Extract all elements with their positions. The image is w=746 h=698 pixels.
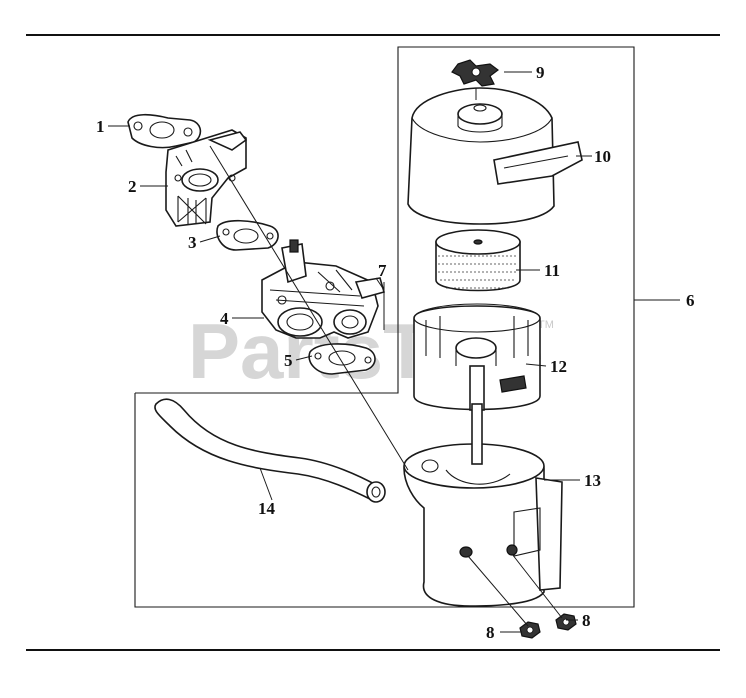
leader-lines bbox=[108, 71, 680, 633]
part-12-filter-cage[interactable] bbox=[413, 303, 541, 411]
callout-7: 7 bbox=[378, 261, 387, 280]
part-14-breather-tube[interactable] bbox=[154, 398, 386, 503]
callout-5: 5 bbox=[284, 351, 293, 370]
callout-9: 9 bbox=[536, 63, 545, 82]
callout-3: 3 bbox=[188, 233, 197, 252]
part-1-gasket[interactable] bbox=[127, 113, 202, 149]
air-cleaner-group-box bbox=[134, 46, 635, 608]
callout-14: 14 bbox=[258, 499, 276, 518]
callout-labels: 1 2 3 4 5 6 7 8 8 9 10 11 12 13 14 bbox=[96, 63, 695, 642]
callout-12: 12 bbox=[550, 357, 567, 376]
callout-13: 13 bbox=[584, 471, 601, 490]
callout-10: 10 bbox=[594, 147, 611, 166]
part-3-gasket[interactable] bbox=[216, 219, 279, 251]
callout-1: 1 bbox=[96, 117, 105, 136]
callout-4: 4 bbox=[220, 309, 229, 328]
part-10-air-cleaner-cover[interactable] bbox=[407, 87, 583, 225]
part-4-carburetor[interactable] bbox=[261, 239, 385, 339]
callout-2: 2 bbox=[128, 177, 137, 196]
part-13-air-cleaner-base[interactable] bbox=[403, 403, 563, 607]
part-11-foam-filter[interactable] bbox=[435, 229, 521, 292]
part-9-wing-knob[interactable] bbox=[451, 59, 499, 87]
watermark-trademark: TM bbox=[538, 319, 554, 331]
part-8-nut-right[interactable] bbox=[555, 613, 577, 631]
part-8-nut-left[interactable] bbox=[519, 621, 541, 639]
part-5-gasket[interactable] bbox=[308, 343, 376, 375]
callout-8-left: 8 bbox=[486, 623, 495, 642]
callout-6: 6 bbox=[686, 291, 695, 310]
part-2-insulator-bracket[interactable] bbox=[165, 129, 248, 227]
callout-8-right: 8 bbox=[582, 611, 591, 630]
callout-11: 11 bbox=[544, 261, 560, 280]
